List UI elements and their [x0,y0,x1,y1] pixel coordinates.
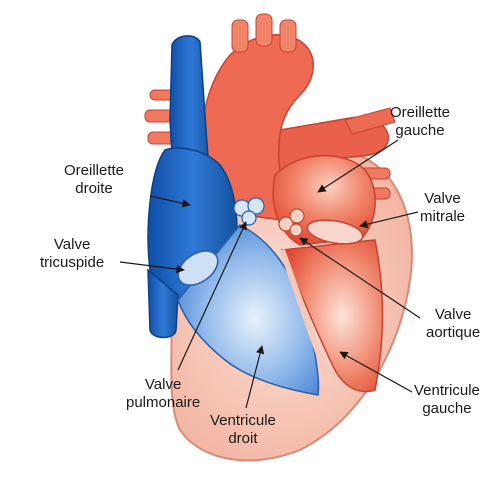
label-oreillette-droite: Oreillettedroite [64,162,124,198]
label-ventricule-gauche: Ventriculegauche [414,382,480,418]
label-valve-mitrale: Valvemitrale [420,190,465,226]
label-valve-pulmonaire: Valvepulmonaire [126,376,200,412]
label-valve-aortique: Valveaortique [426,306,480,342]
label-ventricule-droit: Ventriculedroit [210,412,276,448]
label-valve-tricuspide: Valvetricuspide [40,236,104,272]
label-oreillette-gauche: Oreillettegauche [390,104,450,140]
